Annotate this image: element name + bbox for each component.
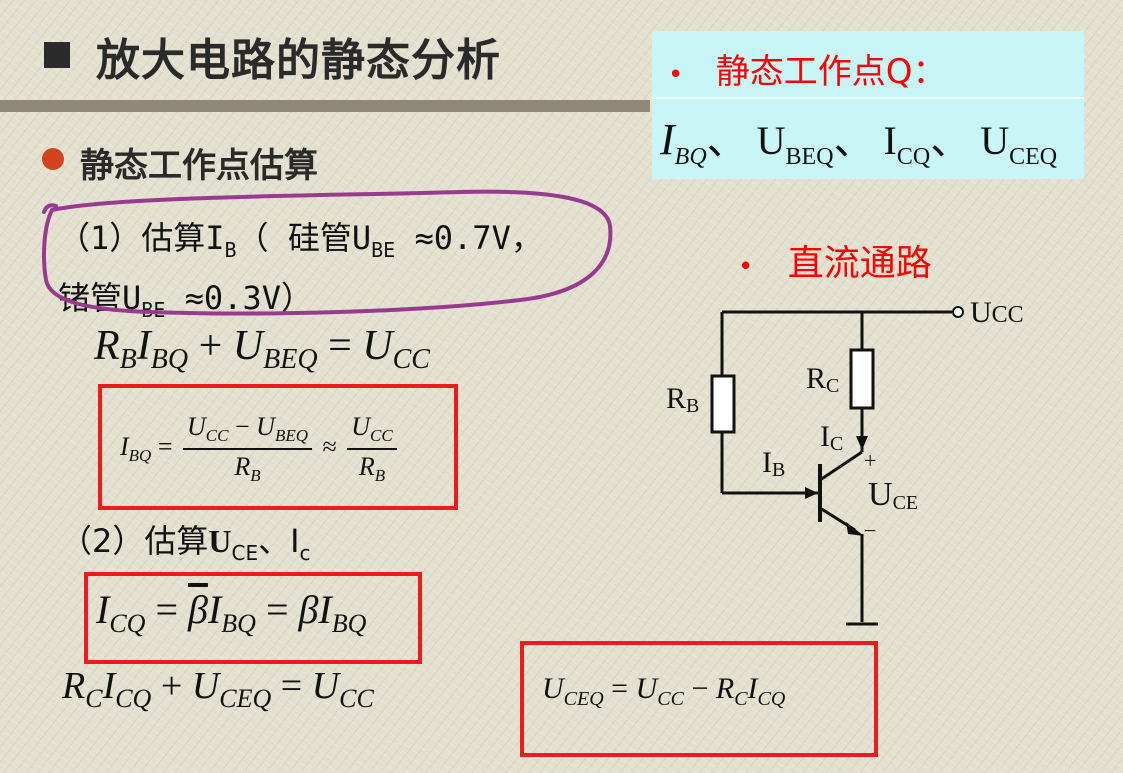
quiescent-point-title: 静态工作点Q： [715, 52, 947, 92]
quiescent-point-heading: • 静态工作点Q： [668, 44, 947, 93]
label-ic: IC [820, 420, 844, 455]
equation-icq: ICQ = βIBQ = βIBQ [96, 587, 367, 638]
label-minus: − [864, 518, 877, 543]
dc-path-title: 直流通路 [787, 243, 932, 284]
ucc-terminal [952, 306, 964, 318]
var-u-ceq: U [980, 118, 1010, 163]
transistor-collector [819, 450, 863, 482]
label-rc: RC [806, 362, 840, 397]
label-rb: RB [666, 382, 700, 417]
fraction: UCC RB [347, 412, 397, 486]
ib-arrow-icon [805, 487, 818, 499]
var-sub: CEQ [1009, 144, 1058, 170]
title-bullet-square [44, 42, 70, 68]
separator: 、 [833, 118, 874, 163]
section-heading: 静态工作点估算 [80, 146, 318, 186]
separator: 、 [706, 118, 747, 163]
highlight-box-uceq [520, 641, 878, 757]
var-sub: BEQ [785, 144, 834, 170]
quiescent-point-variables: IBQ、 UBEQ、 ICQ、 UCEQ [660, 108, 1057, 171]
step2-text: （2）估算UCE、Ic [60, 522, 311, 565]
bullet-icon: • [668, 60, 684, 90]
highlight-box-ibq [98, 384, 458, 510]
infobox-divider [652, 97, 1084, 99]
var-i-cq: I [883, 118, 897, 163]
var-sub: CQ [896, 144, 931, 170]
ic-arrow-icon [856, 436, 868, 450]
var-u-beq: U [756, 118, 786, 163]
label-uce: UCE [868, 476, 919, 514]
equation-collector-loop: RCICQ + UCEQ = UCC [62, 665, 374, 713]
bullet-icon: • [738, 252, 754, 282]
separator: 、 [930, 118, 971, 163]
fraction: UCC − UBEQ RB [183, 412, 312, 486]
quiescent-point-box [652, 31, 1084, 179]
emitter-arrow-icon [846, 522, 864, 536]
dc-path-heading: • 直流通路 [738, 234, 932, 286]
label-plus: + [864, 448, 877, 473]
resistor-rc [849, 348, 875, 410]
var-i-bq: I [660, 115, 675, 164]
var-sub: BQ [674, 144, 707, 170]
equation-base-loop: RBIBQ + UBEQ = UCC [94, 323, 430, 375]
section-bullet-dot [42, 148, 64, 170]
equation-uceq: UCEQ = UCC − RCICQ [542, 672, 786, 710]
label-ib: IB [762, 446, 786, 481]
title-underline-bar [0, 100, 650, 112]
highlight-box-icq [84, 572, 422, 664]
page-title: 放大电路的静态分析 [96, 35, 501, 86]
resistor-rb [710, 374, 736, 434]
label-ucc: UCC [970, 296, 1024, 329]
equation-ibq: IBQ = UCC − UBEQ RB ≈ UCC RB [120, 412, 401, 486]
